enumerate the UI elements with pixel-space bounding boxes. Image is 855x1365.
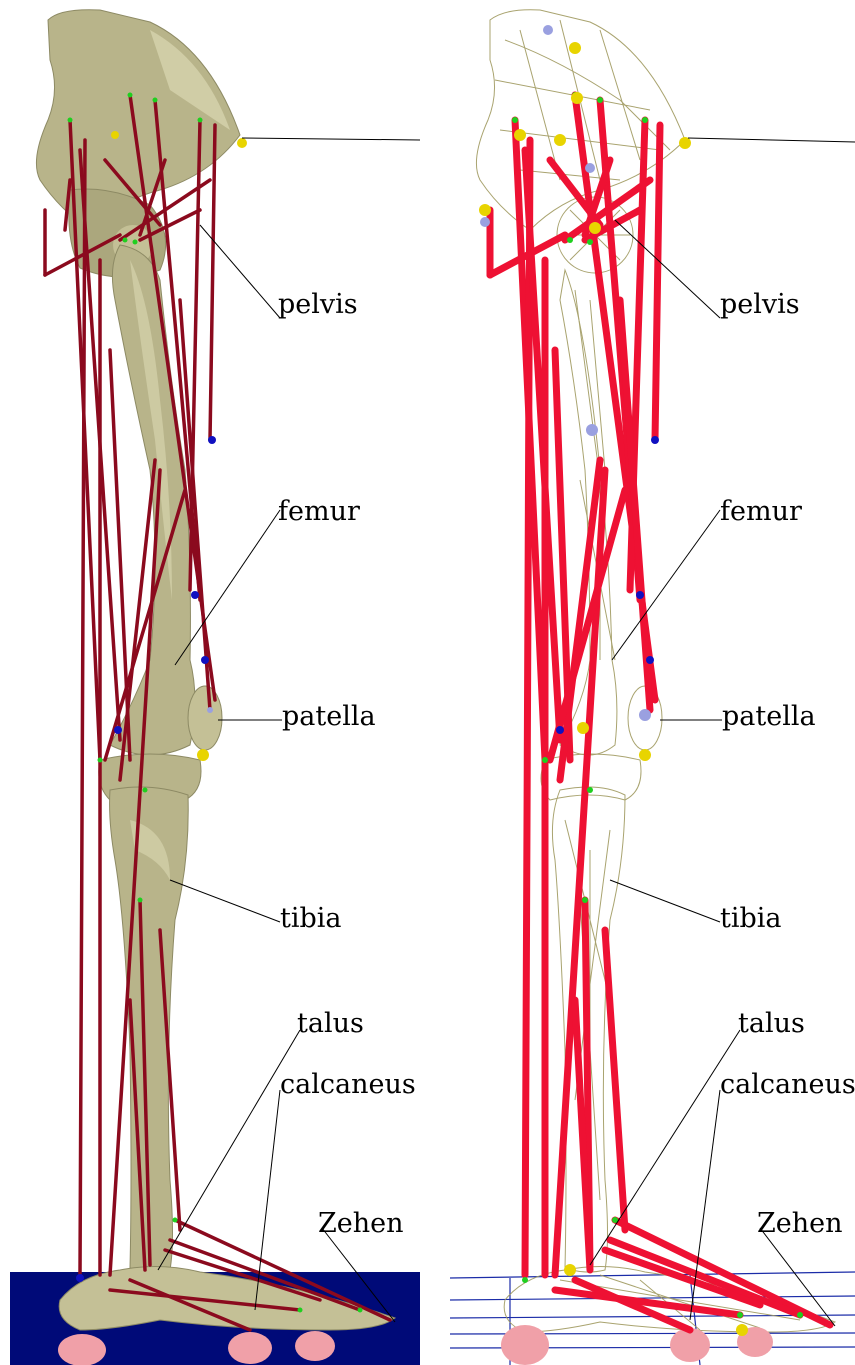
left-panel-solid-model xyxy=(10,10,420,1365)
heel-contact xyxy=(58,1334,106,1365)
label-patella-left: patella xyxy=(282,701,376,732)
label-pelvis-left: pelvis xyxy=(278,289,358,320)
label-tibia-left: tibia xyxy=(280,903,342,934)
label-patella-right: patella xyxy=(722,701,816,732)
heel-contact-sphere xyxy=(501,1325,549,1365)
label-talus-right: talus xyxy=(738,1008,805,1039)
label-femur-right: femur xyxy=(720,496,802,527)
right-panel-wireframe-model xyxy=(450,10,855,1365)
label-zehen-left: Zehen xyxy=(318,1208,404,1239)
toe-contact xyxy=(295,1331,335,1361)
label-calcaneus-right: calcaneus xyxy=(720,1069,855,1100)
patella-bone xyxy=(188,686,222,750)
label-femur-left: femur xyxy=(278,496,360,527)
label-talus-left: talus xyxy=(297,1008,364,1039)
labels-left: pelvis femur patella tibia talus calcane… xyxy=(278,289,416,1239)
label-tibia-right: tibia xyxy=(720,903,782,934)
label-calcaneus-left: calcaneus xyxy=(280,1069,416,1100)
label-zehen-right: Zehen xyxy=(757,1208,843,1239)
label-pelvis-right: pelvis xyxy=(720,289,800,320)
labels-right: pelvis femur patella tibia talus calcane… xyxy=(720,289,855,1239)
forefoot-contact xyxy=(228,1332,272,1364)
